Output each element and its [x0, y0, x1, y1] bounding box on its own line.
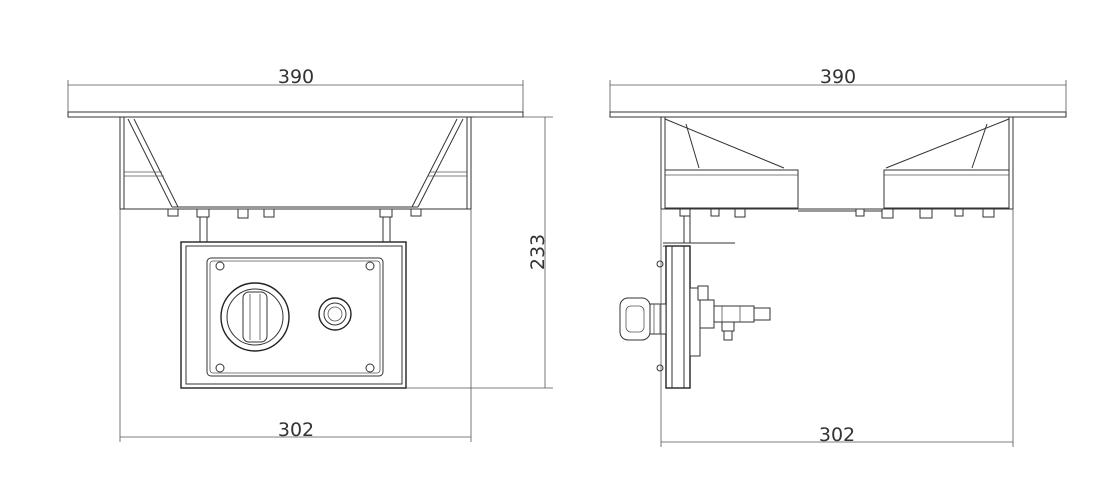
front-bottom-dimension: 302: [119, 209, 472, 442]
side-lamp-fitting: [697, 285, 771, 341]
side-bolts: [679, 208, 995, 219]
front-control-box: [180, 241, 407, 389]
side-top-flange: [609, 111, 1067, 118]
front-bolts: [167, 208, 422, 219]
front-support-posts: [199, 216, 391, 243]
front-height-label: 233: [527, 234, 549, 270]
side-top-dimension: 390: [609, 66, 1067, 117]
front-height-dimension: 233: [406, 116, 553, 389]
side-rotary-knob: [619, 297, 667, 341]
front-top-dimension: 390: [67, 66, 524, 117]
front-top-width-label: 390: [278, 66, 314, 88]
front-rotary-switch: [220, 282, 290, 352]
front-indicator-lamp: [318, 297, 352, 331]
side-bottom-width-label: 302: [819, 424, 855, 446]
front-view: 390: [67, 66, 553, 442]
side-bottom-dimension: 302: [660, 209, 1014, 447]
side-view: 390: [609, 66, 1067, 447]
front-bottom-width-label: 302: [278, 419, 314, 441]
front-top-flange: [67, 111, 524, 118]
side-support-bracket: [663, 215, 735, 247]
side-hopper-body: [660, 117, 1014, 212]
side-top-width-label: 390: [820, 66, 856, 88]
front-hopper-body: [119, 116, 472, 210]
